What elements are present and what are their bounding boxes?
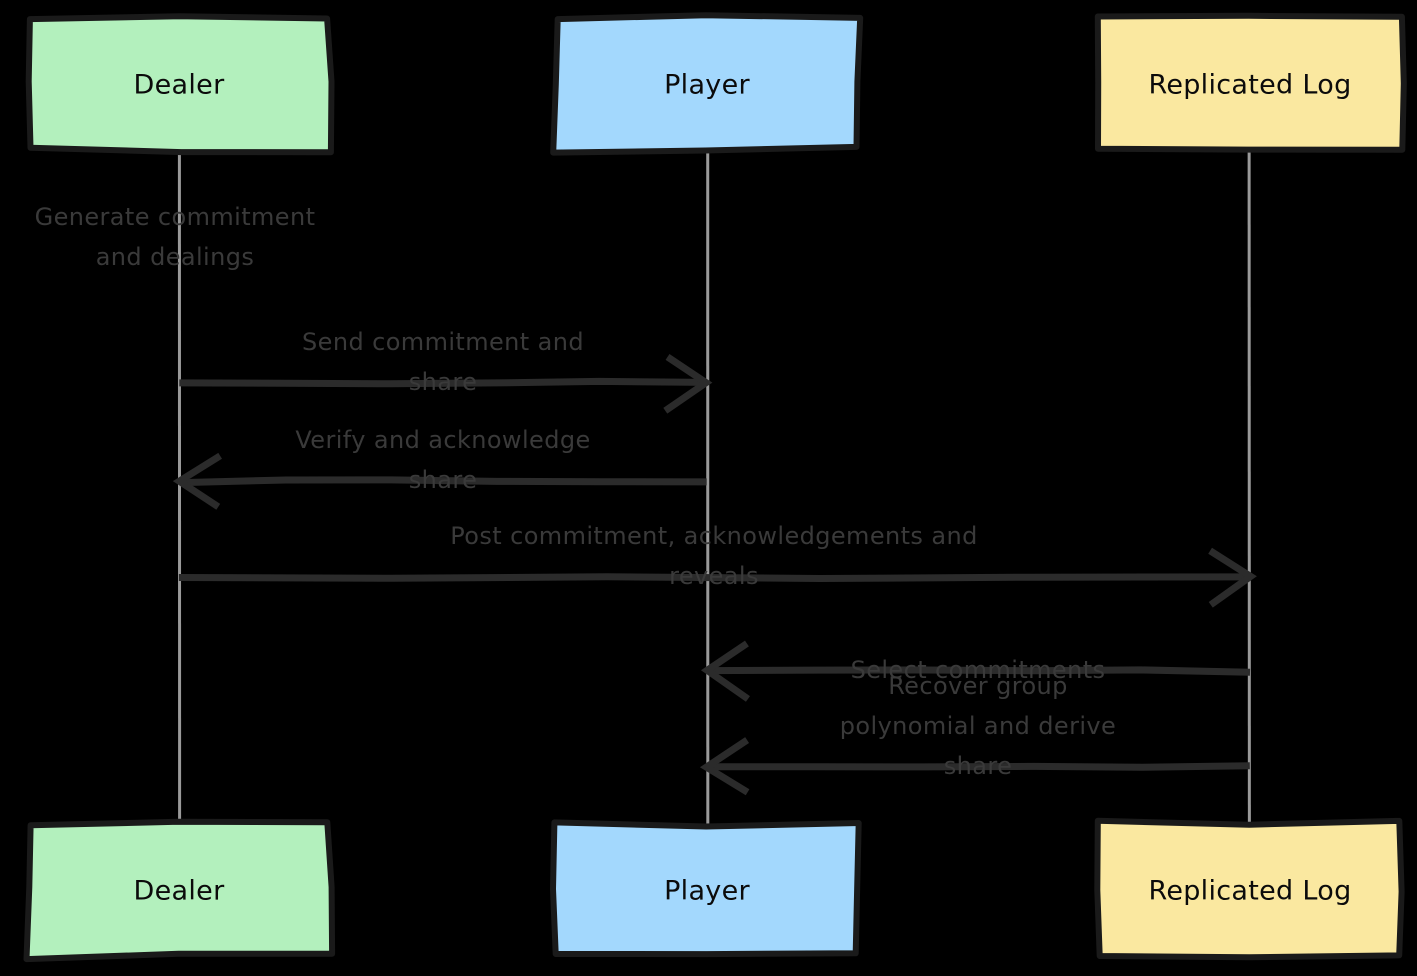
message-arrowhead [663, 353, 713, 414]
participant-box-shape [1094, 12, 1407, 153]
lifelines-group [177, 149, 1251, 825]
participant-label-dealer: Dealer [134, 876, 226, 907]
participant-box-replicated-log-bottom[interactable]: Replicated Log [1094, 817, 1405, 961]
participant-boxes-bottom: Dealer Player Replicated Log [23, 817, 1405, 963]
participant-box-dealer-bottom[interactable]: Dealer [23, 818, 336, 963]
participant-boxes-top: Dealer Player Replicated Log [25, 12, 1407, 156]
participant-box-player-top[interactable]: Player [550, 12, 864, 156]
participant-label-dealer: Dealer [134, 70, 226, 101]
participant-box-shape [25, 13, 335, 156]
participant-box-replicated-log-top[interactable]: Replicated Log [1094, 12, 1407, 153]
message-line [708, 762, 1250, 771]
participant-label-replicated-log: Replicated Log [1148, 876, 1351, 907]
message-arrowhead [172, 452, 222, 510]
message-line [181, 476, 707, 487]
participant-label-player: Player [664, 876, 750, 907]
participant-box-shape [550, 12, 864, 156]
message-arrowhead [699, 737, 750, 796]
message-line [178, 573, 1248, 583]
message-label: Select commitments [851, 656, 1106, 684]
participant-label-replicated-log: Replicated Log [1148, 70, 1351, 101]
message-line [179, 377, 706, 388]
participant-label-player: Player [664, 70, 750, 101]
message-arrowhead [700, 640, 750, 702]
participant-box-dealer-top[interactable]: Dealer [25, 13, 335, 156]
participant-box-player-bottom[interactable]: Player [550, 819, 862, 958]
participant-box-shape [23, 818, 336, 963]
message-line [709, 666, 1251, 676]
participant-box-shape [1094, 817, 1405, 961]
message-arrowhead [1208, 547, 1257, 608]
participant-box-shape [550, 819, 862, 958]
message-m5: Select commitments [700, 640, 1251, 702]
